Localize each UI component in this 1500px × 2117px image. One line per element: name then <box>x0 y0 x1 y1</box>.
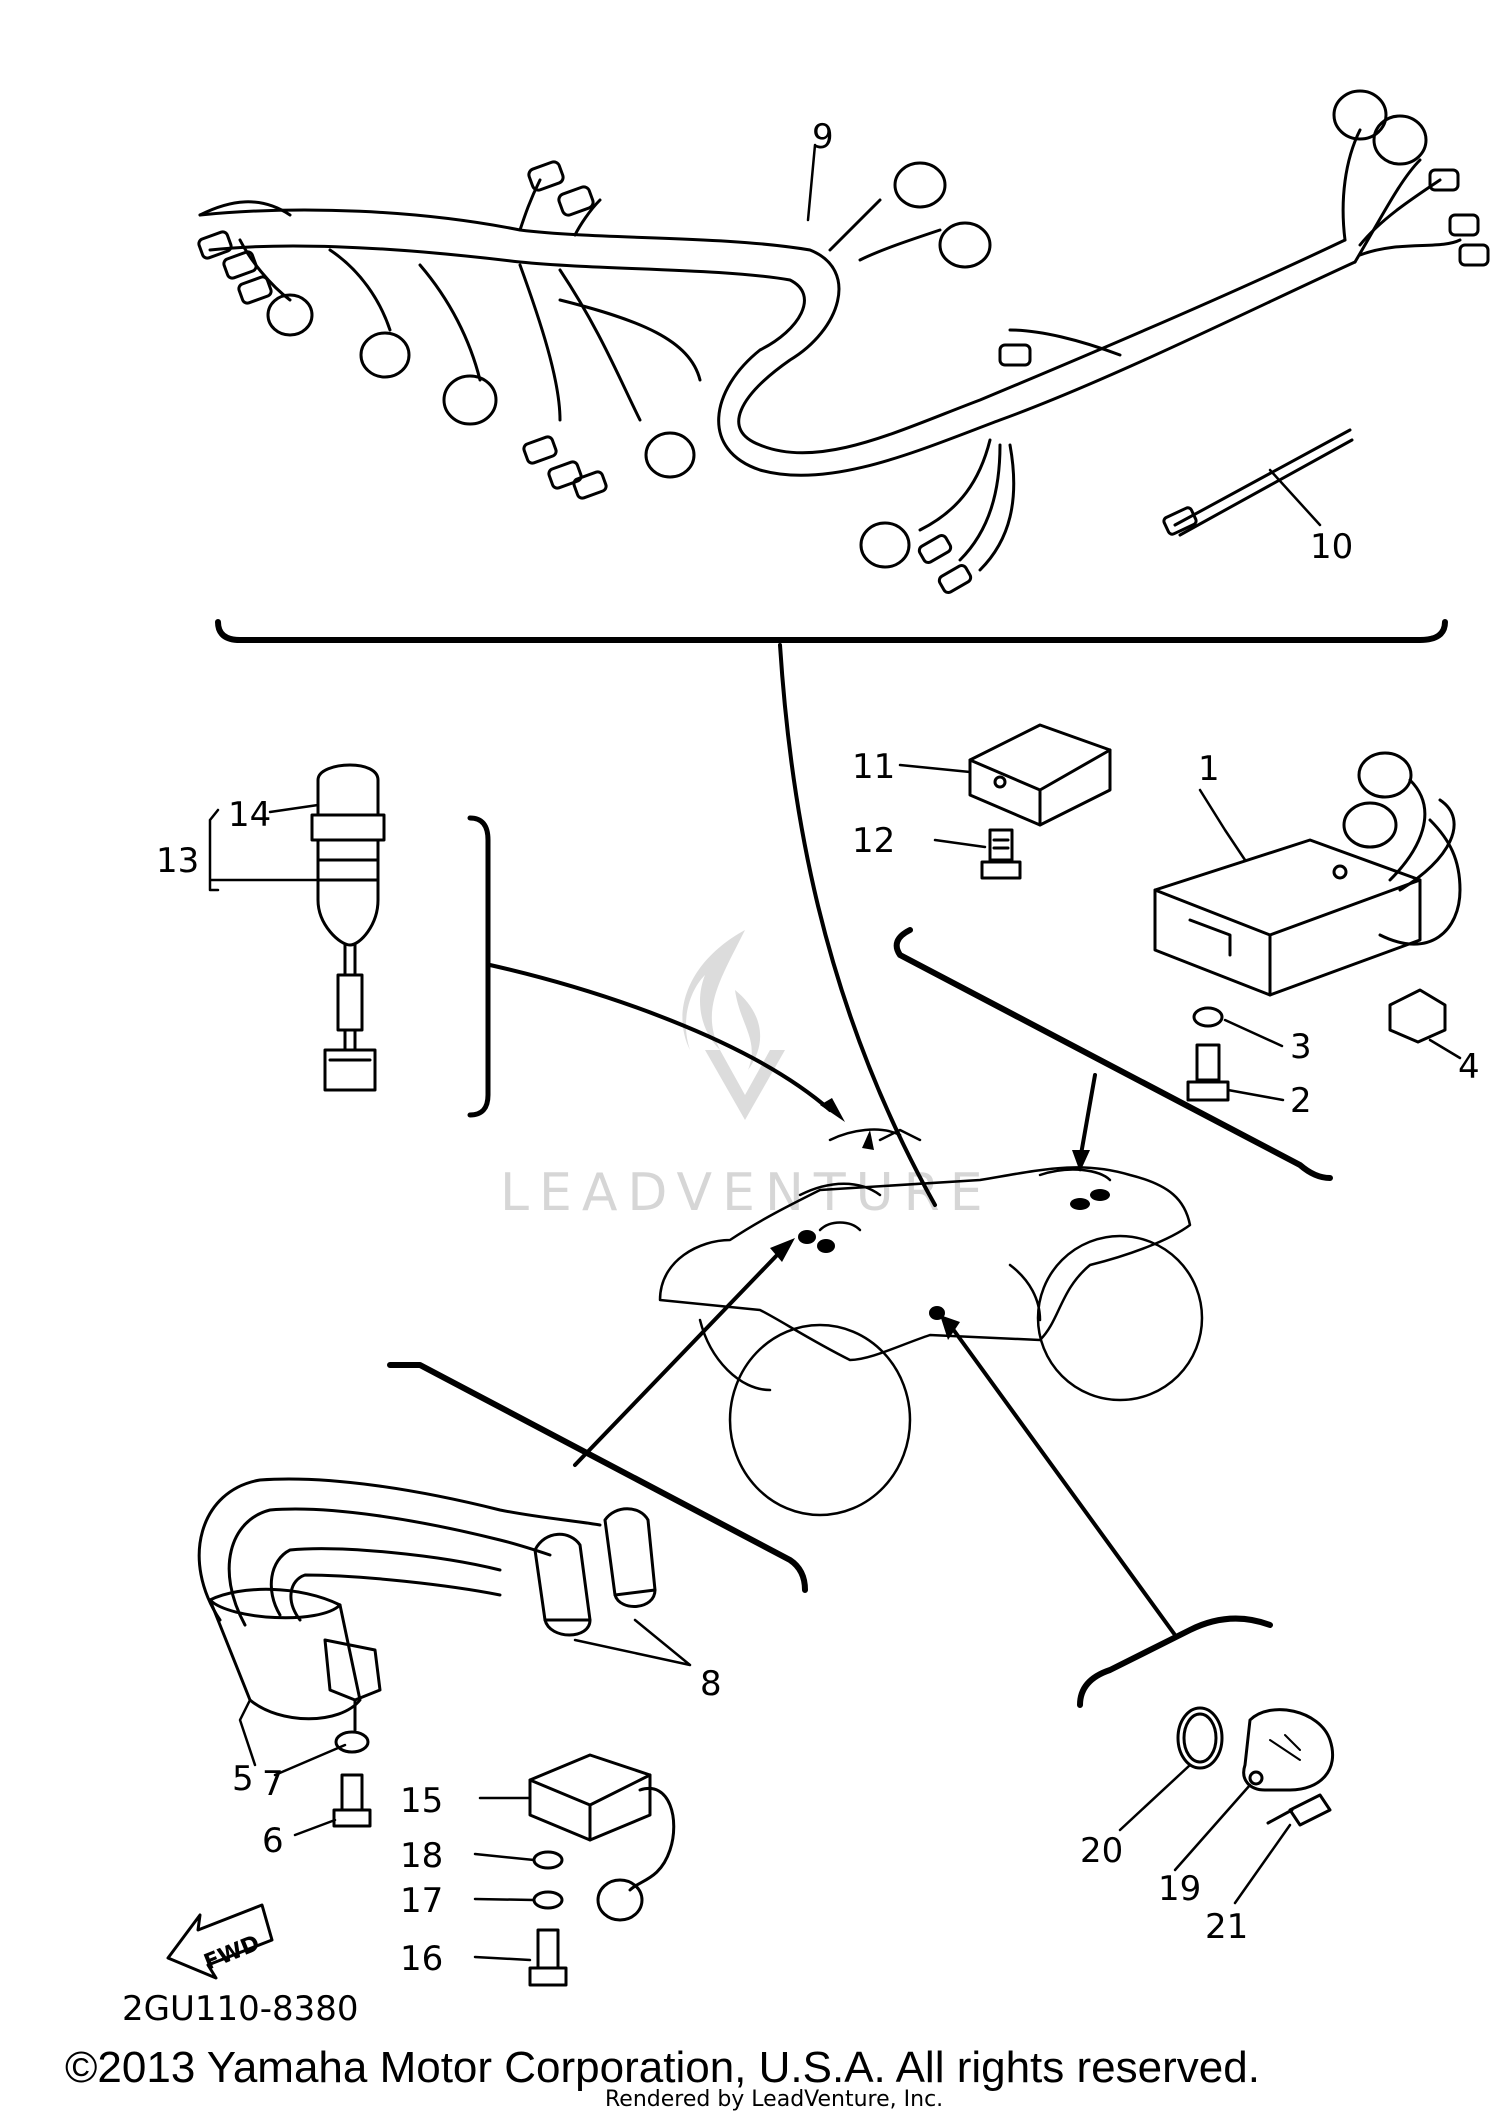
callout-13: 13 <box>156 841 199 881</box>
callout-6: 6 <box>262 1821 284 1861</box>
fwd-label: FWD <box>201 1931 264 1976</box>
callout-8: 8 <box>700 1664 722 1704</box>
callout-10: 10 <box>1310 527 1353 567</box>
callout-9: 9 <box>812 117 834 157</box>
callout-17: 17 <box>400 1881 443 1921</box>
callout-3: 3 <box>1290 1027 1312 1067</box>
callout-18: 18 <box>400 1836 443 1876</box>
part-code: 2GU110-8380 <box>122 1989 359 2029</box>
callout-4: 4 <box>1458 1047 1480 1087</box>
callout-20: 20 <box>1080 1831 1123 1871</box>
cdi-unit <box>1153 751 1462 1102</box>
watermark: LEADVENTURE <box>500 930 993 1223</box>
callout-2: 2 <box>1290 1081 1312 1121</box>
callout-16: 16 <box>400 1939 443 1979</box>
leader-lines <box>208 143 1462 1962</box>
atv-outline <box>658 1128 1204 1517</box>
copyright-notice: ©2013 Yamaha Motor Corporation, U.S.A. A… <box>65 2043 1260 2092</box>
callout-labels: 1 2 3 4 5 6 7 8 9 10 11 12 13 14 15 16 1… <box>156 117 1480 1979</box>
rendered-by-notice: Rendered by LeadVenture, Inc. <box>605 2087 943 2112</box>
fwd-arrow-icon: FWD <box>166 1903 274 1980</box>
main-switch <box>310 763 386 1092</box>
relay-unit <box>528 1753 676 1987</box>
watermark-text: LEADVENTURE <box>500 1163 993 1223</box>
watermark-flame-icon <box>682 930 785 1120</box>
callout-5: 5 <box>232 1759 254 1799</box>
callout-7: 7 <box>262 1764 284 1804</box>
callout-11: 11 <box>852 747 895 787</box>
wire-harness <box>197 89 1490 594</box>
ignition-coil <box>197 1238 808 1828</box>
callout-15: 15 <box>400 1781 443 1821</box>
callout-1: 1 <box>1198 749 1220 789</box>
callout-19: 19 <box>1158 1869 1201 1909</box>
speed-sensor <box>1176 1706 1335 1827</box>
callout-12: 12 <box>852 821 895 861</box>
callout-21: 21 <box>1205 1907 1248 1947</box>
callout-14: 14 <box>228 795 271 835</box>
regulator-unit <box>968 723 1112 880</box>
cable-tie <box>1162 428 1354 537</box>
